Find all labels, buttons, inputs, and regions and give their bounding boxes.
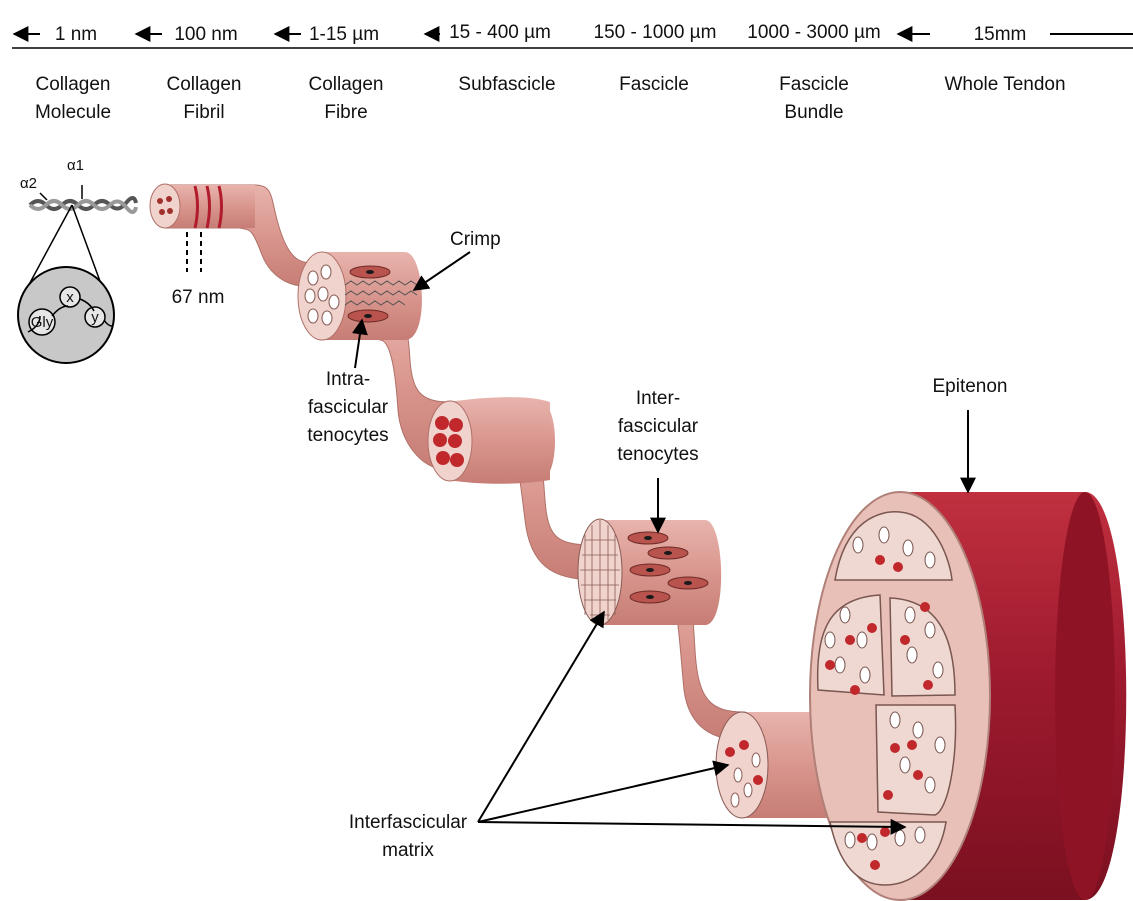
- level-name-subfascicle: Subfascicle: [458, 74, 555, 95]
- y-residue-label: y: [91, 309, 99, 326]
- alpha1-label: α1: [67, 157, 84, 174]
- crimp-label: Crimp: [450, 229, 501, 250]
- column-separators: [12, 14, 896, 615]
- scale-labels: 1 nm 100 nm 1-15 µm 15 - 400 µm 150 - 10…: [55, 22, 1027, 45]
- whole-tendon: [810, 492, 1126, 900]
- collagen-fibril: 67 nm: [150, 184, 255, 308]
- level-name-molecule-2: Molecule: [35, 102, 111, 123]
- x-residue-label: x: [66, 289, 74, 306]
- scale-label-7: 15mm: [974, 24, 1027, 45]
- level-name-fibre-2: Fibre: [324, 102, 367, 123]
- collagen-fibre: [298, 252, 422, 340]
- scale-label-6: 1000 - 3000 µm: [747, 22, 880, 43]
- level-name-bundle-1: Fascicle: [779, 74, 849, 95]
- scale-label-5: 150 - 1000 µm: [594, 22, 717, 43]
- intra-label-1: Intra-: [326, 369, 370, 390]
- matrix-label-2: matrix: [382, 840, 434, 861]
- level-name-bundle-2: Bundle: [784, 102, 843, 123]
- epitenon-label: Epitenon: [932, 376, 1007, 397]
- fascicle: [578, 519, 721, 625]
- scale-label-1: 1 nm: [55, 24, 97, 45]
- gly-residue-label: Gly: [31, 314, 54, 331]
- alpha2-label: α2: [20, 175, 37, 192]
- level-name-whole-tendon: Whole Tendon: [944, 74, 1065, 95]
- level-name-fibre-1: Collagen: [309, 74, 384, 95]
- inter-label-2: fascicular: [618, 416, 699, 437]
- fibril-period-label: 67 nm: [172, 287, 225, 308]
- scale-label-3: 1-15 µm: [309, 24, 379, 45]
- intra-label-2: fascicular: [308, 397, 389, 418]
- level-names: Collagen Molecule Collagen Fibril Collag…: [35, 74, 1066, 123]
- inter-label-3: tenocytes: [617, 444, 698, 465]
- level-name-fibril-1: Collagen: [167, 74, 242, 95]
- scale-label-4: 15 - 400 µm: [449, 22, 551, 43]
- collagen-molecule: α2 α1 x y Gly: [18, 157, 136, 363]
- subfascicle: [428, 397, 555, 484]
- matrix-label-1: Interfascicular: [349, 812, 468, 833]
- intra-label-3: tenocytes: [307, 425, 388, 446]
- inter-label-1: Inter-: [636, 388, 680, 409]
- level-name-molecule-1: Collagen: [36, 74, 111, 95]
- level-name-fascicle: Fascicle: [619, 74, 689, 95]
- scale-label-2: 100 nm: [174, 24, 237, 45]
- level-name-fibril-2: Fibril: [183, 102, 224, 123]
